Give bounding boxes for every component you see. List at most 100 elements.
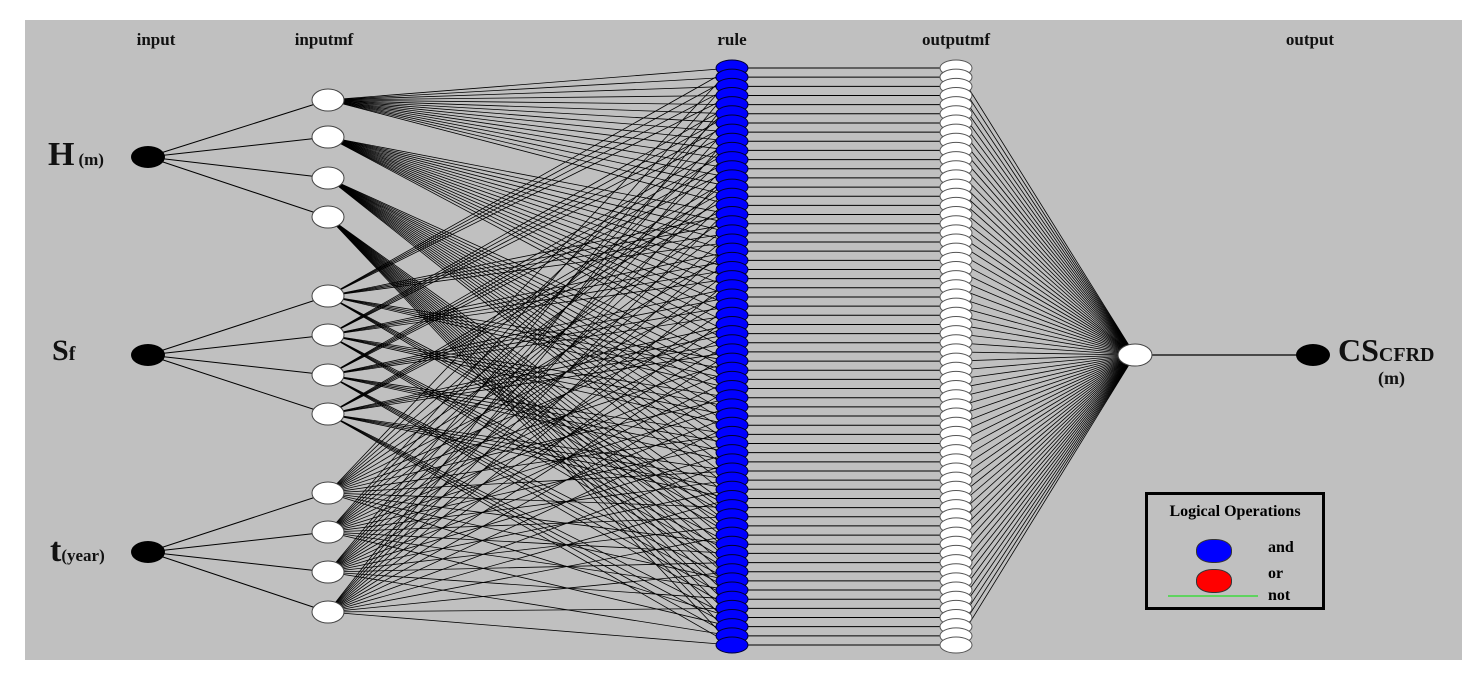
input-node — [131, 541, 165, 563]
outputmf-output-link — [955, 305, 1136, 356]
inputmf-node — [311, 284, 345, 308]
outputmf-output-link — [955, 76, 1136, 356]
legend-or: or — [1268, 565, 1284, 582]
outputmf-output-link — [955, 354, 1136, 444]
mf-rule-link — [327, 99, 733, 133]
mf-rule-link — [327, 374, 733, 609]
mf-rule-link — [327, 260, 733, 533]
mf-rule-link — [327, 295, 733, 389]
mf-rule-link — [327, 295, 733, 536]
mf-rule-link — [327, 295, 733, 518]
mf-rule-link — [327, 413, 733, 646]
mf-rule-link — [327, 531, 733, 628]
mf-rule-link — [327, 216, 733, 646]
inputmf-node — [311, 560, 345, 584]
header-output: output — [1285, 30, 1335, 49]
outputmf-output-link — [955, 354, 1136, 490]
outputmf-output-link — [955, 354, 1136, 371]
mf-rule-link — [327, 177, 733, 362]
outputmf-output-link — [955, 354, 1136, 618]
mf-rule-link — [327, 214, 733, 494]
mf-rule-link — [327, 85, 733, 101]
outputmf-output-link — [955, 354, 1136, 609]
mf-rule-link — [327, 136, 733, 215]
mf-rule-link — [327, 413, 733, 472]
mf-rule-link — [327, 136, 733, 225]
input-mf-link — [147, 156, 329, 179]
mf-rule-link — [327, 433, 733, 494]
input-label-sf: Sf — [52, 334, 76, 367]
mf-rule-link — [327, 177, 733, 490]
mf-rule-link — [327, 379, 733, 573]
mf-rule-link — [327, 177, 733, 463]
mf-rule-link — [327, 216, 733, 573]
input-label-h: H (m) — [48, 136, 104, 173]
mf-rule-link — [327, 216, 733, 627]
mf-rule-link — [327, 131, 733, 336]
mf-rule-link — [327, 334, 733, 408]
input-mf-link — [147, 334, 329, 356]
mf-rule-link — [327, 122, 733, 573]
inputmf-node — [311, 205, 345, 229]
outputmf-output-link — [955, 122, 1136, 356]
input-mf-link — [147, 354, 329, 376]
mf-rule-link — [327, 413, 733, 618]
mf-rule-link — [327, 99, 733, 160]
mf-rule-link — [327, 250, 733, 336]
outputmf-output-link — [955, 195, 1136, 356]
input-mf-link — [147, 156, 329, 218]
mf-rule-link — [327, 443, 733, 533]
mf-rule-link — [327, 406, 733, 533]
header-outputmf: outputmf — [921, 30, 991, 49]
mf-rule-link — [327, 525, 733, 573]
outputmf-output-link — [955, 354, 1136, 527]
outputmf-output-link — [955, 354, 1136, 499]
outputmf-output-link — [955, 354, 1136, 481]
mf-rule-link — [327, 136, 733, 325]
mf-rule-link — [327, 374, 733, 463]
mf-rule-link — [327, 324, 733, 415]
outputmf-output-link — [955, 186, 1136, 356]
mf-rule-link — [327, 571, 733, 600]
outputmf-output-link — [955, 354, 1136, 472]
mf-rule-link — [327, 177, 733, 380]
mf-rule-link — [327, 99, 733, 197]
mf-rule-link — [327, 136, 733, 234]
mf-rule-link — [327, 95, 733, 297]
output-mf-node — [1117, 343, 1153, 367]
outputmf-output-link — [955, 86, 1136, 356]
mf-rule-link — [327, 136, 733, 353]
mf-rule-link — [327, 136, 733, 316]
mf-rule-link — [327, 136, 733, 243]
outputmf-output-link — [955, 177, 1136, 356]
mf-rule-link — [327, 67, 733, 297]
mf-rule-link — [327, 374, 733, 454]
mf-rule-link — [327, 305, 733, 376]
outputmf-output-link — [955, 354, 1136, 417]
outputmf-output-link — [955, 214, 1136, 356]
mf-rule-link — [327, 295, 733, 508]
mf-rule-link — [327, 99, 733, 206]
mf-rule-link — [327, 177, 733, 417]
mf-rule-link — [327, 177, 733, 389]
outputmf-output-link — [955, 333, 1136, 356]
mf-rule-link — [327, 177, 733, 435]
mf-rule-link — [327, 287, 733, 494]
outputmf-output-link — [955, 159, 1136, 356]
outputmf-output-link — [955, 113, 1136, 356]
mf-rule-link — [327, 216, 733, 563]
mf-rule-link — [327, 216, 733, 518]
outputmf-output-link — [955, 354, 1136, 399]
outputmf-output-link — [955, 168, 1136, 356]
mf-rule-link — [327, 122, 733, 336]
legend-and: and — [1268, 539, 1294, 556]
mf-rule-link — [327, 177, 733, 499]
mf-rule-link — [327, 136, 733, 252]
mf-rule-link — [327, 611, 733, 646]
mf-rule-link — [327, 177, 733, 481]
mf-rule-link — [327, 324, 733, 494]
mf-rule-link — [327, 531, 733, 591]
outputmf-output-link — [955, 354, 1136, 463]
output-node — [1296, 344, 1330, 366]
outputmf-output-link — [955, 150, 1136, 356]
